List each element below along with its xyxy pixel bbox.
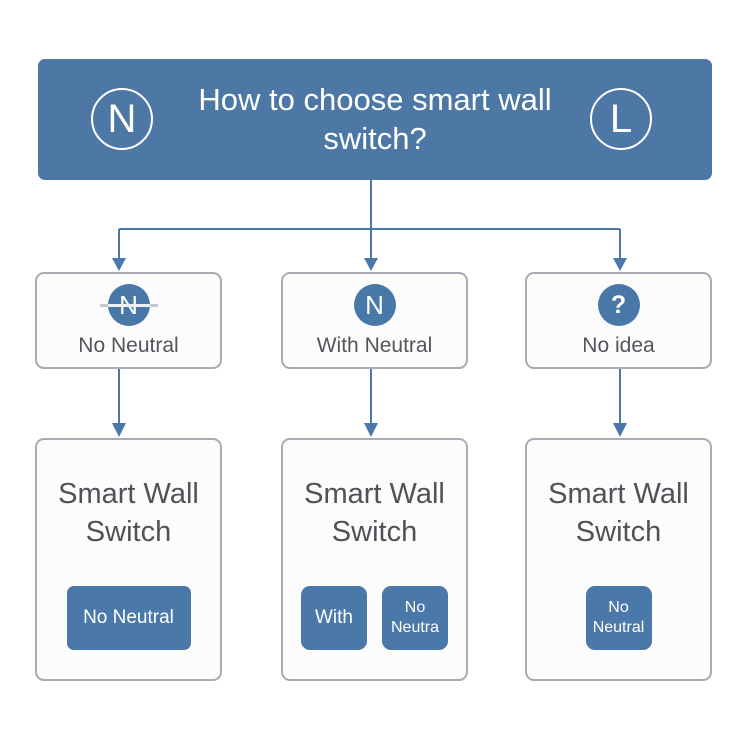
page-title: How to choose smart wall switch? <box>153 80 597 158</box>
page-title-line2: switch? <box>323 121 427 156</box>
no-neutral-button: No Neutral <box>66 586 191 650</box>
result-title: Smart Wall Switch <box>283 475 466 551</box>
option-box-no-idea: ? No idea <box>525 272 712 369</box>
option-label: No idea <box>582 334 655 357</box>
connector-path <box>118 179 621 424</box>
neutral-wire-icon: N <box>353 284 396 326</box>
result-title-line1: Smart Wall <box>58 478 199 510</box>
option-box-with-neutral: N With Neutral <box>281 272 468 369</box>
with-button: With <box>301 586 367 650</box>
result-title-line1: Smart Wall <box>548 478 689 510</box>
result-box-no-idea: Smart Wall Switch No Neutral <box>525 438 712 681</box>
arrowhead-down-icon <box>613 258 627 271</box>
option-label: With Neutral <box>316 334 433 357</box>
badge-letter: L <box>609 96 633 141</box>
circle-letter: ? <box>597 284 640 326</box>
strikethrough-line <box>107 303 150 307</box>
no-neutral-wire-icon: N <box>99 284 158 326</box>
result-title-line2: Switch <box>85 516 172 548</box>
button-row: No Neutral <box>527 586 710 650</box>
neutral-badge-icon: N <box>91 88 153 150</box>
option-box-no-neutral: N No Neutral <box>35 272 222 369</box>
result-title: Smart Wall Switch <box>527 475 710 551</box>
result-title: Smart Wall Switch <box>37 475 220 551</box>
circle-letter: N <box>107 284 150 326</box>
icon-letter: N <box>365 289 384 320</box>
arrowhead-down-icon <box>364 258 378 271</box>
page-title-line1: How to choose smart wall <box>198 82 552 117</box>
option-label: No Neutral <box>78 334 179 357</box>
result-title-line2: Switch <box>575 516 662 548</box>
button-row: With No Neutra <box>283 586 466 650</box>
badge-letter: N <box>107 96 137 141</box>
arrowhead-down-icon <box>112 258 126 271</box>
arrowhead-down-icon <box>364 423 378 437</box>
header-banner: N How to choose smart wall switch? L <box>38 59 712 180</box>
result-box-with-neutral: Smart Wall Switch With No Neutra <box>281 438 468 681</box>
result-box-no-neutral: Smart Wall Switch No Neutral <box>35 438 222 681</box>
question-icon: ? <box>597 284 640 326</box>
result-title-line1: Smart Wall <box>304 478 445 510</box>
no-neutral-button: No Neutra <box>382 586 448 650</box>
no-neutral-button: No Neutral <box>585 586 652 650</box>
arrowhead-down-icon <box>112 423 126 437</box>
live-badge-icon: L <box>590 88 652 150</box>
arrowhead-down-icon <box>613 423 627 437</box>
icon-letter: ? <box>610 290 627 319</box>
circle-letter: N <box>353 284 396 326</box>
result-title-line2: Switch <box>331 516 418 548</box>
button-row: No Neutral <box>37 586 220 650</box>
